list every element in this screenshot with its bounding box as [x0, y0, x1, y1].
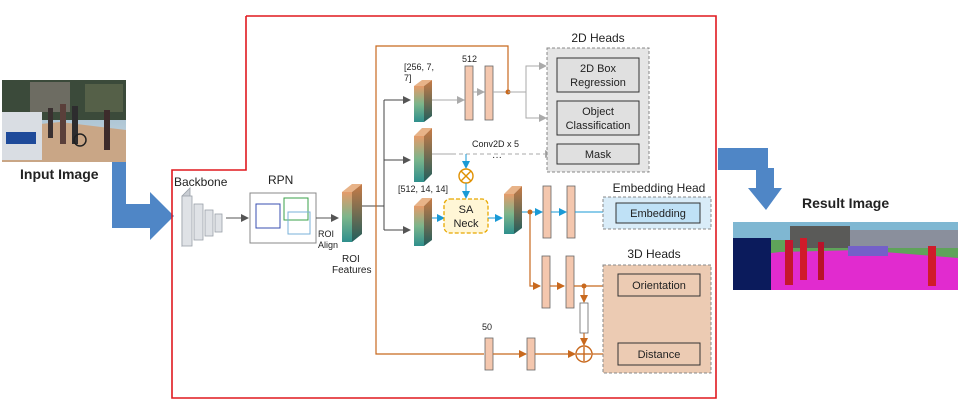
roi-feature-map [342, 184, 362, 242]
embedding-box [615, 202, 701, 224]
sa-neck-box [443, 198, 489, 234]
feature-map-2d [414, 80, 432, 122]
rpn-boxes-icon [249, 192, 317, 244]
dim-512-label: 512 [462, 54, 477, 64]
roi-align-label-2: Align [318, 240, 338, 250]
network-frame [171, 15, 717, 399]
rpn-label: RPN [268, 173, 293, 187]
mask-label: Mask [585, 149, 612, 161]
dim-50-label: 50 [482, 322, 492, 332]
roi-features-label-1: ROI [342, 254, 360, 265]
orientation-label: Orientation [632, 280, 686, 292]
fc-dist-1 [484, 337, 494, 371]
distance-box [617, 342, 701, 366]
obj-cls-label-2: Classification [566, 120, 631, 132]
input-arrow [112, 162, 174, 240]
conv-ellipsis: ··· [492, 152, 502, 163]
fc-embed-2 [566, 185, 576, 239]
input-image [2, 80, 126, 162]
dim-512-14-label: [512, 14, 14] [398, 184, 448, 194]
box-regression-box [556, 57, 640, 93]
heads-3d-title: 3D Heads [627, 247, 680, 261]
embedding-label: Embedding [630, 208, 686, 220]
sa-label-2: Neck [453, 218, 479, 230]
dim-256-label-a: [256, 7, [404, 62, 434, 72]
fc-2d-1 [464, 65, 474, 121]
fc-3d-1 [541, 255, 551, 309]
mask-box [556, 143, 640, 165]
input-image-label: Input Image [20, 166, 99, 182]
feature-map-mask [414, 128, 432, 182]
box-reg-label-1: 2D Box [580, 63, 617, 75]
box-reg-label-2: Regression [570, 77, 626, 89]
merge-multiply-icon [458, 168, 474, 184]
sum-plus-icon [575, 345, 593, 363]
sa-label-1: SA [459, 204, 474, 216]
fc-3d-3 [579, 302, 589, 334]
obj-cls-label-1: Object [582, 106, 614, 118]
fc-3d-2 [565, 255, 575, 309]
fc-dist-2 [526, 337, 536, 371]
roi-features-label-2: Features [332, 265, 371, 276]
conv2d-label: Conv2D x 5 [472, 139, 519, 149]
feature-map-sa [504, 186, 522, 234]
fc-embed-1 [542, 185, 552, 239]
orientation-box [617, 273, 701, 297]
heads-2d-title: 2D Heads [571, 31, 624, 45]
output-arrow [718, 148, 782, 210]
backbone-label: Backbone [174, 175, 228, 189]
fc-2d-2 [484, 65, 494, 121]
feature-map-embed [414, 198, 432, 246]
dim-256-label-b: 7] [404, 73, 412, 83]
result-image-label: Result Image [802, 195, 889, 211]
embedding-head-title: Embedding Head [613, 181, 706, 195]
distance-label: Distance [638, 349, 681, 361]
roi-align-label-1: ROI [318, 229, 334, 239]
object-classification-box [556, 100, 640, 136]
backbone-blocks-icon [181, 187, 223, 247]
result-image [733, 222, 958, 290]
